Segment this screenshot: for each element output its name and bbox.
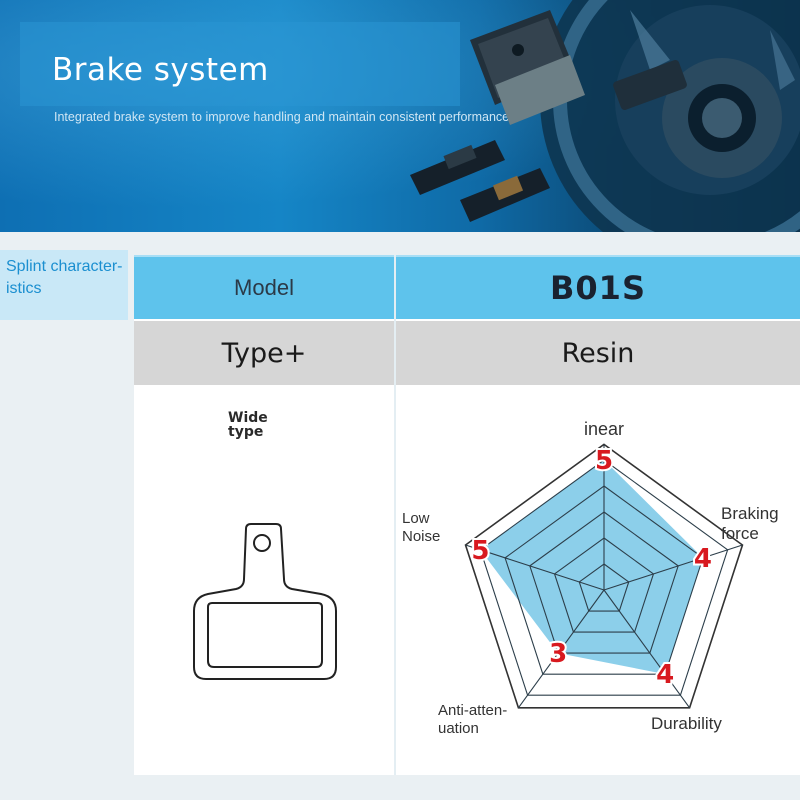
radar-axis-label: Low [402,510,430,527]
pad-type-line: type [228,424,264,440]
model-name: B01S [396,255,800,319]
banner-title: Brake system [52,52,269,88]
rim-brake-shoe-image [410,140,550,222]
radar-grid-ring [553,537,655,633]
radar-value-label: 4 [656,660,674,690]
radar-axis-label: uation [438,720,479,737]
banner-subtitle: Integrated brake system to improve handl… [54,110,510,124]
radar-value-label: 5 [595,446,613,476]
radar-grid-ring [529,511,679,654]
radar-value-label: 4 [694,544,712,574]
spec-table: Model B01S Type+ Resin Wide type 5 4 4 3 5 in… [134,255,800,775]
brake-pad-outline-icon [193,523,337,680]
model-header-label: Model [134,255,394,319]
pad-type-label: Wide type [228,411,268,439]
column-divider [394,255,396,775]
radar-axis-label: inear [584,419,624,439]
material-value: Resin [396,319,800,385]
finned-brake-pad-image [470,10,585,125]
radar-value-area [480,460,703,675]
radar-outer-frame [464,443,744,709]
radar-axis-label: Durability [651,714,722,733]
side-label-line: Splint character- [6,258,123,275]
side-label-line: istics [6,280,42,297]
radar-axis-label: force [721,524,759,543]
radar-axis-label: Noise [402,528,440,545]
radar-spoke [603,544,743,591]
radar-grid-ring [578,563,630,612]
radar-spoke [517,589,605,709]
radar-axis-label: Anti-atten- [438,702,507,719]
radar-value-label: 5 [471,536,489,566]
pad-shape-panel: Wide type [134,385,394,775]
side-label: Splint character- istics [6,256,130,300]
radar-axis-label: Braking [721,504,779,523]
pad-type-line: Wide [228,410,268,426]
radar-value-label: 3 [549,639,567,669]
radar-spoke [465,544,605,591]
banner-title-box [20,22,460,106]
radar-grid-ring [504,485,704,675]
radar-spoke [603,589,691,709]
side-label-strip [0,250,128,320]
radar-grid-ring [479,459,729,696]
brake-rotor-image [540,0,800,232]
brake-parts-image [410,0,800,232]
hero-banner: Brake system Integrated brake system to … [0,0,800,232]
type-label: Type+ [134,319,394,385]
